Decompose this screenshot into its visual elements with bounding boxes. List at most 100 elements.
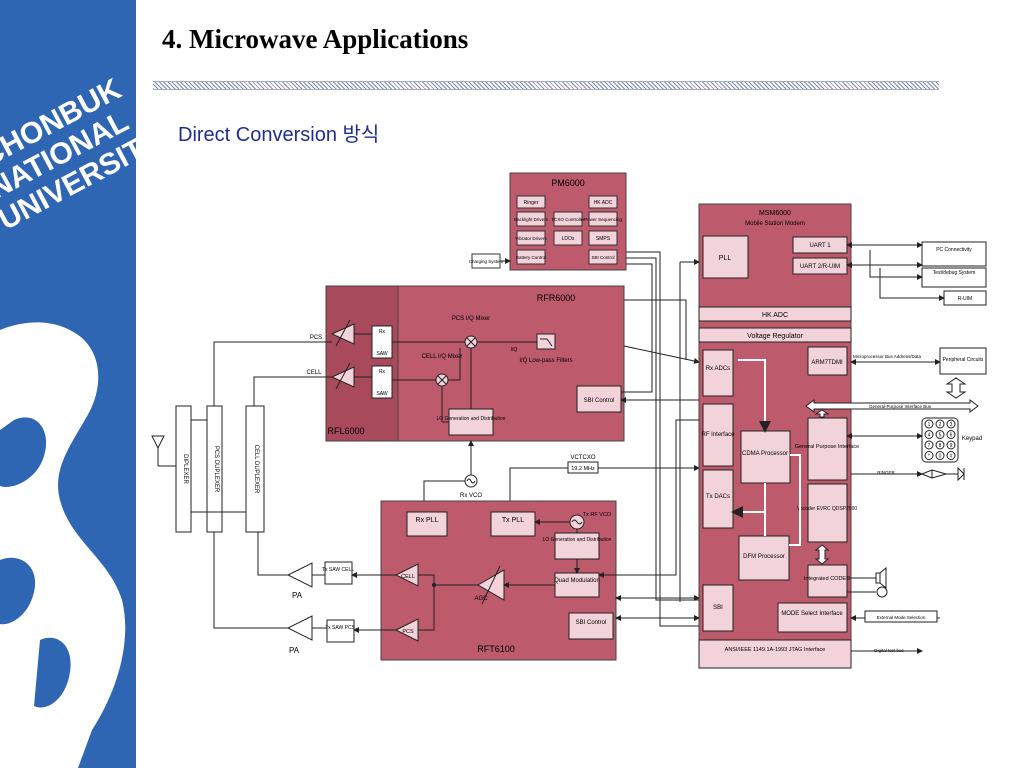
svg-text:ARM7TDMI: ARM7TDMI (811, 360, 843, 366)
keypad-key (946, 419, 956, 429)
svg-text:PCS I/Q Mixer: PCS I/Q Mixer (452, 316, 490, 322)
keypad-key-label: 0 (939, 454, 942, 460)
pm6000-block: PM6000 Ringer HK ADC Backlight Drivers T… (509, 172, 627, 271)
svg-text:RFR6000: RFR6000 (537, 293, 576, 303)
keypad-key (935, 430, 945, 439)
svg-text:Tx SAW CELL: Tx SAW CELL (322, 567, 354, 573)
keypad-key (924, 451, 934, 460)
keypad-key (935, 451, 945, 460)
svg-text:Power Sequencing: Power Sequencing (584, 217, 622, 222)
svg-text:SBI Control: SBI Control (576, 620, 607, 626)
svg-text:RFT6100: RFT6100 (477, 644, 515, 654)
keypad-key-label: * (928, 454, 930, 460)
charging-system: Charging System (469, 253, 511, 269)
svg-text:RINGER: RINGER (877, 470, 895, 475)
svg-text:PCS: PCS (310, 335, 322, 341)
svg-text:SBI Control: SBI Control (584, 398, 615, 404)
svg-text:Vocoder EVRC QDSP2000: Vocoder EVRC QDSP2000 (797, 506, 858, 512)
keypad-key-label: 5 (939, 433, 942, 439)
svg-text:R-UIM: R-UIM (958, 296, 972, 302)
svg-text:Ringer: Ringer (524, 200, 539, 206)
svg-text:PM6000: PM6000 (551, 178, 585, 188)
svg-text:ANSI/IEEE 1149.1A-1993 JTAG In: ANSI/IEEE 1149.1A-1993 JTAG Interface (725, 647, 826, 653)
rft6100-block: RFT6100 Rx PLL Tx PLL Tx RF VCO LO Gener… (351, 500, 617, 661)
svg-text:Peripheral Circuits: Peripheral Circuits (943, 357, 984, 363)
svg-text:LO Generation and Distribution: LO Generation and Distribution (543, 537, 612, 543)
svg-text:Quad Modulation: Quad Modulation (554, 578, 600, 584)
svg-text:MODE Select Interface: MODE Select Interface (781, 611, 843, 617)
rfr6000-block: RFR6000 RFL6000 Rx SAW Rx SAW PCS I/Q Mi… (325, 285, 625, 442)
svg-text:UART 2/R-UIM: UART 2/R-UIM (800, 264, 840, 270)
keypad-key (946, 440, 956, 450)
keypad-key-label: 3 (950, 422, 953, 428)
svg-text:SBI Control: SBI Control (591, 255, 614, 260)
keypad-key-label: # (950, 454, 953, 460)
svg-text:CELL: CELL (306, 370, 322, 376)
svg-text:MSM6000: MSM6000 (759, 210, 791, 217)
svg-text:External Mode Selection: External Mode Selection (877, 615, 926, 620)
keypad-key-label: 7 (928, 443, 931, 449)
svg-text:19.2 MHz: 19.2 MHz (571, 466, 595, 472)
svg-text:Tx PLL: Tx PLL (502, 517, 524, 524)
svg-text:PCS DUPLEXER: PCS DUPLEXER (213, 446, 219, 493)
keypad-key (924, 419, 934, 429)
keypad-key-label: 9 (950, 443, 953, 449)
svg-text:AGC: AGC (474, 596, 488, 602)
svg-text:Integrated CODEC: Integrated CODEC (804, 576, 850, 582)
keypad-key (924, 440, 934, 450)
svg-text:TCXO Controller: TCXO Controller (551, 217, 585, 222)
svg-text:I/Q: I/Q (511, 347, 518, 353)
keypad-key (946, 430, 956, 439)
svg-text:PLL: PLL (719, 255, 732, 262)
svg-text:CDMA Processor: CDMA Processor (742, 451, 788, 457)
keypad-key-label: 1 (928, 422, 931, 428)
keypad-key (935, 419, 945, 429)
svg-text:SAW: SAW (376, 351, 387, 357)
svg-text:CELL DUPLEXER: CELL DUPLEXER (253, 445, 259, 494)
svg-text:Tx DACs: Tx DACs (706, 494, 730, 500)
svg-text:Vibrator Drivers: Vibrator Drivers (515, 236, 547, 241)
slide-subtitle: Direct Conversion 방식 (178, 124, 380, 146)
svg-text:HK ADC: HK ADC (594, 200, 613, 206)
front-end: DIPLEXER PCS DUPLEXER CELL DUPLEXER PCS … (151, 335, 700, 655)
svg-text:Rx VCO: Rx VCO (460, 493, 482, 499)
svg-text:General-Purpose Interface Bus: General-Purpose Interface Bus (869, 404, 932, 409)
external-interfaces: PC Connectivity Test/debug System R-UIM … (805, 241, 987, 654)
svg-text:SAW: SAW (376, 391, 387, 397)
svg-text:PA: PA (289, 646, 300, 655)
svg-text:Rx PLL: Rx PLL (416, 517, 439, 524)
svg-text:CELL I/Q Mixer: CELL I/Q Mixer (422, 354, 463, 360)
keypad-key-label: 2 (939, 422, 942, 428)
svg-text:VCTCXO: VCTCXO (570, 455, 595, 461)
svg-text:Tx RF VCO: Tx RF VCO (583, 512, 612, 518)
svg-text:Rx: Rx (379, 329, 386, 335)
svg-text:Voltage Regulator: Voltage Regulator (747, 333, 803, 340)
keypad-key (935, 440, 945, 450)
university-sidebar: CHONBUK NATIONAL UNIVERSITY (0, 0, 136, 768)
svg-text:UART 1: UART 1 (809, 243, 831, 249)
svg-text:General Purpose Interface: General Purpose Interface (795, 444, 860, 450)
block-diagram: PM6000 Ringer HK ADC Backlight Drivers T… (151, 172, 987, 669)
interconnects (598, 251, 700, 627)
svg-text:PA: PA (292, 591, 303, 600)
keypad-key-label: 6 (950, 433, 953, 439)
svg-text:SMPS: SMPS (596, 236, 611, 242)
svg-text:Backlight Drivers: Backlight Drivers (514, 217, 549, 222)
svg-text:Microprocessor Bus Address/Dat: Microprocessor Bus Address/Data (853, 354, 922, 359)
svg-text:Charging System: Charging System (469, 259, 504, 264)
svg-text:LO Generation and Distribution: LO Generation and Distribution (437, 416, 506, 422)
svg-text:HK ADC: HK ADC (762, 312, 788, 319)
svg-text:Keypad: Keypad (962, 436, 982, 442)
svg-text:LDOs: LDOs (562, 236, 575, 242)
svg-text:Tx SAW PCS: Tx SAW PCS (325, 625, 355, 631)
keypad-key-label: 4 (928, 433, 931, 439)
svg-text:Digital test bus: Digital test bus (874, 648, 904, 653)
msm6000-block: MSM6000 Mobile Station Modem PLL UART 1 … (698, 203, 860, 669)
title-divider (153, 81, 939, 90)
keypad-key (946, 451, 956, 460)
svg-text:DIPLEXER: DIPLEXER (182, 454, 188, 484)
svg-text:RF Interface: RF Interface (701, 432, 735, 438)
svg-text:Battery Control: Battery Control (516, 255, 546, 260)
keypad-key (924, 430, 934, 439)
